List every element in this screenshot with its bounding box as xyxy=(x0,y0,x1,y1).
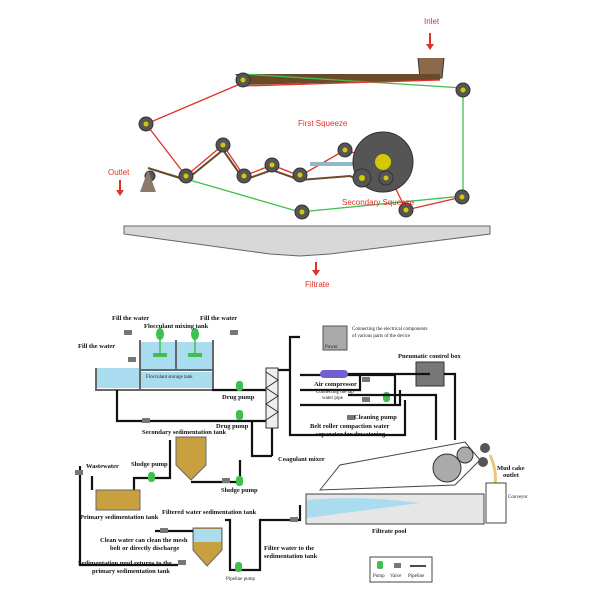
pneumatic-box-label: Pneumatic control box xyxy=(398,353,461,360)
pump-legend-icon xyxy=(377,561,383,569)
inlet-arrow-icon xyxy=(426,44,434,50)
sludge-pump-label: Sludge pump xyxy=(221,487,258,494)
mud-cake-label: Mud cake xyxy=(497,465,525,472)
lower-belt xyxy=(147,73,464,213)
outlet-label: Outlet xyxy=(108,168,130,177)
secondary-tank-label: Secondary sedimentation tank xyxy=(142,429,227,436)
filtrate-tray xyxy=(123,225,491,257)
mud-cake-label: outlet xyxy=(503,472,520,479)
wastewater-label: Wastewater xyxy=(86,463,119,470)
outlet-arrow-icon xyxy=(116,190,124,196)
air-compressor xyxy=(320,370,348,378)
process-flow-diagram: Fill the water Fill the water Fill the w… xyxy=(75,315,528,583)
filter-water-label: Filter water to the xyxy=(264,545,314,552)
fill-water-label: Fill the water xyxy=(78,343,115,350)
power-label: Power xyxy=(325,345,338,350)
filtrate-label: Filtrate xyxy=(305,280,330,289)
tap-pipe-label: water pipe xyxy=(322,396,344,401)
secondary-squeeze-label: Secondary Squeeze xyxy=(342,198,415,207)
flocculant-storage-tank xyxy=(140,372,212,388)
filtrate-pool-label: Filtrate pool xyxy=(372,528,407,535)
belt-press-schematic: Inlet Outlet First Squeeze Second xyxy=(108,17,491,289)
first-squeeze-label: First Squeeze xyxy=(298,119,348,128)
valve-legend-icon xyxy=(394,563,401,568)
outlet-chute xyxy=(140,170,156,192)
cleaning-pump-label: Cleaning pump xyxy=(354,414,397,421)
valve-icons xyxy=(75,330,370,565)
power-box xyxy=(322,325,348,351)
drug-pump-label: Drug pump xyxy=(216,423,249,430)
coagulant-mixer xyxy=(265,367,279,429)
tap-pipe-label: Connecting the tap xyxy=(316,390,354,395)
upper-belt xyxy=(144,83,463,211)
inlet-label: Inlet xyxy=(424,17,440,26)
legend-pump-label: Pump xyxy=(373,574,385,579)
clean-water-label: belt or directly discharge xyxy=(110,545,179,552)
power-note: Connecting the electrical components xyxy=(352,327,427,332)
primary-tank-label: Primary sedimentation tank xyxy=(80,514,159,521)
clean-water-label: Clean water can clean the mesh xyxy=(100,537,188,544)
fill-water-label: Fill the water xyxy=(200,315,237,322)
belt-roller-label: separator for dewatering xyxy=(316,431,386,438)
pipeline-pump-label: Pipeline pump xyxy=(226,577,256,582)
filter-water-label: sedimentation tank xyxy=(264,553,318,560)
legend: Pump Valve Pipeline xyxy=(369,556,433,583)
storage-tank-label: Flocculant storage tank xyxy=(146,375,193,380)
rollers xyxy=(138,72,471,220)
sed-mud-label: primary sedimentation tank xyxy=(92,568,170,575)
secondary-sedimentation-tank xyxy=(175,436,207,481)
scraper xyxy=(310,162,360,166)
coagulant-mixer-label: Coagulant mixer xyxy=(278,456,325,463)
sludge-pump-label: Sludge pump xyxy=(131,461,168,468)
air-compressor-label: Air compressor xyxy=(314,381,357,388)
filtered-tank-label: Filtered water sedimentation tank xyxy=(162,509,257,516)
legend-pipeline-label: Pipeline xyxy=(408,574,425,579)
filtrate-arrow-icon xyxy=(312,270,320,276)
sed-mud-label: Sedimentation mud returns to the xyxy=(78,560,172,567)
water-tank xyxy=(96,368,140,388)
conveyor-label: Conveyor xyxy=(508,495,528,500)
mixing-tank-label: Flocculant mixing tank xyxy=(144,323,209,330)
conveyor xyxy=(485,482,507,524)
legend-valve-label: Valve xyxy=(390,574,402,579)
fill-water-label: Fill the water xyxy=(112,315,149,322)
drug-pump-label: Drug pump xyxy=(222,394,255,401)
belt-roller-label: Belt roller compaction water xyxy=(310,423,389,430)
pump-icons xyxy=(148,381,390,572)
primary-sedimentation-tank xyxy=(95,489,141,511)
power-note: of various parts of the device xyxy=(352,334,411,339)
